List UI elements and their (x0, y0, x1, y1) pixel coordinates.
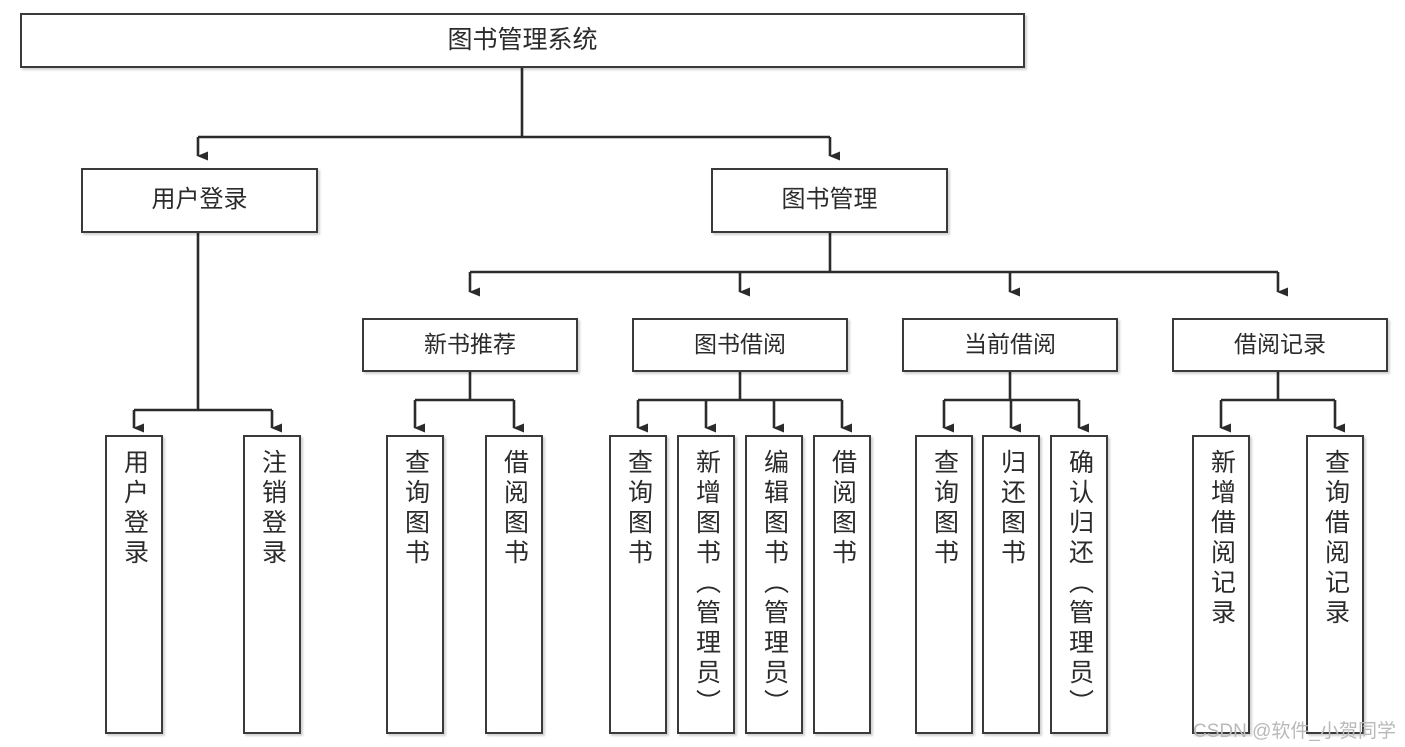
leaf-book-borrow-1[interactable]: 新增图书（管理员） (677, 435, 735, 734)
node-current-borrow[interactable]: 当前借阅 (902, 318, 1118, 372)
leaf-borrow-record-0[interactable]: 新增借阅记录 (1192, 435, 1250, 734)
node-book-borrow[interactable]: 图书借阅 (632, 318, 848, 372)
node-label: 借阅图书 (500, 449, 529, 569)
csdn-watermark: CSDN @软件_小贺同学 (1193, 721, 1396, 742)
node-label: 查询图书 (401, 449, 430, 569)
node-root-book-management-system[interactable]: 图书管理系统 (20, 13, 1025, 68)
node-label: 编辑图书（管理员） (760, 449, 789, 719)
leaf-current-borrow-0[interactable]: 查询图书 (915, 435, 973, 734)
node-label: 查询图书 (624, 449, 653, 569)
node-label: 用户登录 (151, 186, 248, 214)
node-label: 用户登录 (120, 449, 149, 569)
leaf-book-borrow-2[interactable]: 编辑图书（管理员） (745, 435, 803, 734)
leaf-user-login-0[interactable]: 用户登录 (105, 435, 163, 734)
node-label: 图书管理 (781, 186, 878, 214)
node-label: 确认归还（管理员） (1065, 449, 1094, 719)
node-label: 借阅记录 (1234, 331, 1326, 358)
node-label: 当前借阅 (964, 331, 1056, 358)
leaf-book-borrow-3[interactable]: 借阅图书 (813, 435, 871, 734)
node-book-management[interactable]: 图书管理 (711, 168, 948, 233)
node-borrow-record[interactable]: 借阅记录 (1172, 318, 1388, 372)
node-label: 查询图书 (930, 449, 959, 569)
node-label: 图书借阅 (694, 331, 786, 358)
node-label: 注销登录 (258, 449, 287, 569)
leaf-new-book-recommend-0[interactable]: 查询图书 (386, 435, 444, 734)
leaf-current-borrow-1[interactable]: 归还图书 (982, 435, 1040, 734)
leaf-user-login-1[interactable]: 注销登录 (243, 435, 301, 734)
node-label: 新书推荐 (424, 331, 516, 358)
node-label: 新增图书（管理员） (692, 449, 721, 719)
node-new-book-recommend[interactable]: 新书推荐 (362, 318, 578, 372)
node-label: 归还图书 (997, 449, 1026, 569)
leaf-new-book-recommend-1[interactable]: 借阅图书 (485, 435, 543, 734)
leaf-borrow-record-1[interactable]: 查询借阅记录 (1306, 435, 1364, 734)
node-label: 查询借阅记录 (1321, 449, 1350, 629)
node-user-login[interactable]: 用户登录 (81, 168, 318, 233)
leaf-book-borrow-0[interactable]: 查询图书 (609, 435, 667, 734)
node-label: 借阅图书 (828, 449, 857, 569)
node-label: 新增借阅记录 (1207, 449, 1236, 629)
leaf-current-borrow-2[interactable]: 确认归还（管理员） (1050, 435, 1108, 734)
node-label: 图书管理系统 (447, 25, 598, 54)
